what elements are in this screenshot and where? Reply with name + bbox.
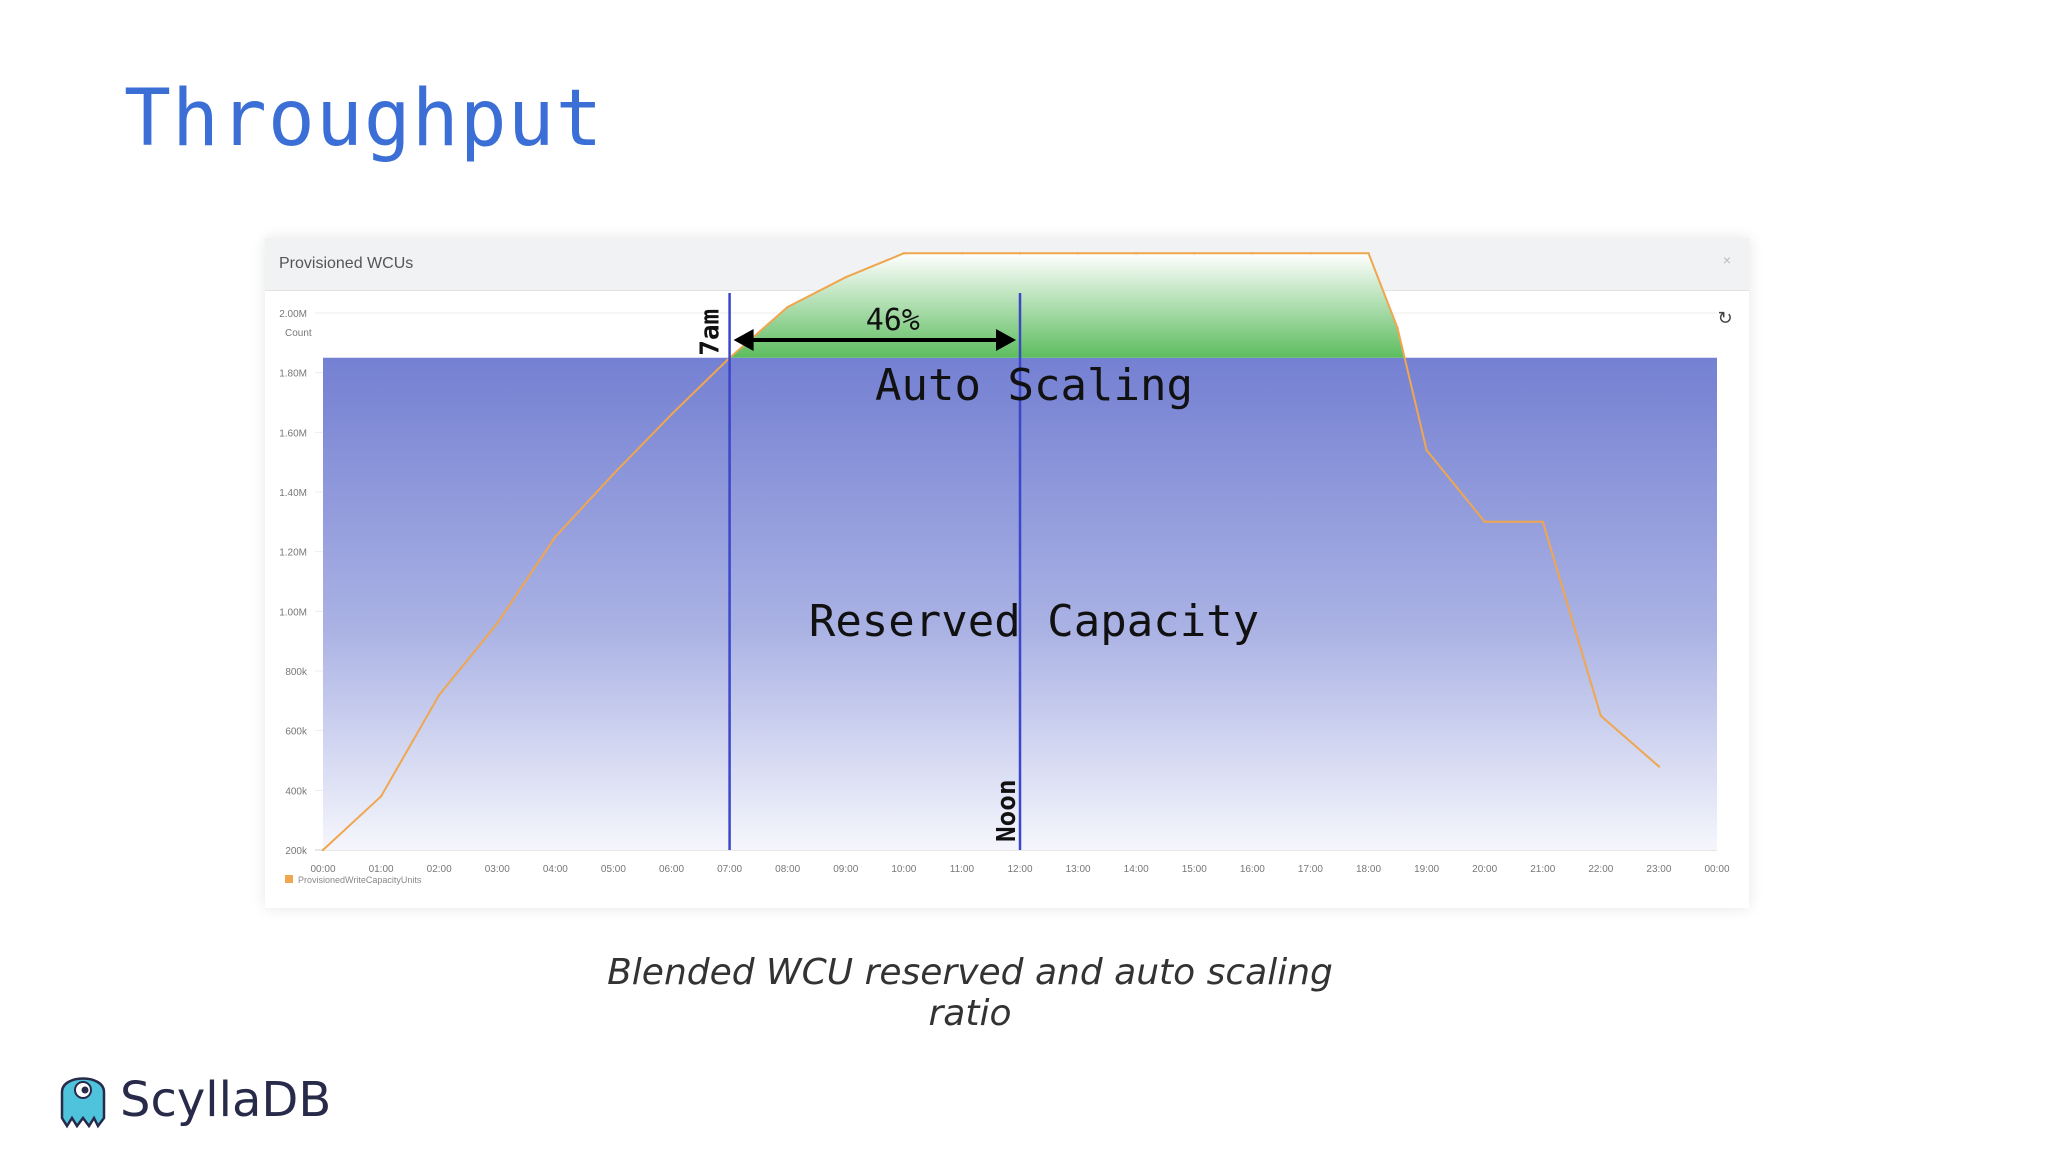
x-tick-label: 07:00 — [717, 864, 742, 875]
x-tick-label: 14:00 — [1124, 864, 1149, 875]
x-tick-label: 10:00 — [891, 864, 916, 875]
x-tick-label: 08:00 — [775, 864, 800, 875]
span-arrow-left-head — [733, 329, 754, 351]
series-point — [1076, 252, 1080, 255]
y-tick-label: 1.40M — [279, 488, 307, 499]
x-tick-label: 13:00 — [1066, 864, 1091, 875]
legend-label: ProvisionedWriteCapacityUnits — [298, 875, 422, 885]
series-point — [1425, 449, 1428, 452]
series-point — [1251, 252, 1254, 255]
series-point — [902, 252, 906, 255]
chart-panel: Provisioned WCUs × 200k 400k 600k 800k 1.00M… — [265, 238, 1749, 908]
y-tick-label: 1.60M — [279, 428, 307, 439]
series-point — [1541, 520, 1544, 524]
x-tick-label: 00:00 — [310, 864, 335, 875]
x-tick-label: 11:00 — [950, 864, 975, 875]
series-point — [1018, 252, 1022, 255]
auto-scaling-area — [729, 253, 1405, 358]
refresh-icon[interactable]: ↻ — [1717, 308, 1732, 329]
x-tick-label: 12:00 — [1007, 864, 1032, 875]
x-tick-label: 09:00 — [833, 864, 858, 875]
x-tick-label: 04:00 — [543, 864, 568, 875]
series-point — [1599, 714, 1603, 717]
slide-title: Throughput — [124, 74, 604, 164]
series-point — [437, 693, 441, 697]
y-tick-label: 200k — [285, 846, 308, 857]
x-tick-label: 15:00 — [1182, 864, 1207, 875]
panel-title: Provisioned WCUs — [279, 255, 414, 272]
y-tick-label: 1.20M — [279, 548, 307, 559]
x-tick-label: 21:00 — [1530, 864, 1555, 875]
series-point — [844, 276, 847, 279]
y-tick-label: 1.00M — [279, 607, 307, 618]
series-point — [960, 252, 964, 255]
close-icon[interactable]: × — [1722, 252, 1731, 268]
series-point — [1309, 252, 1312, 255]
legend-swatch — [285, 875, 293, 883]
marker-label-noon: Noon — [992, 779, 1022, 842]
x-tick-label: 20:00 — [1472, 864, 1497, 875]
series-point — [554, 535, 557, 538]
series-point — [1367, 252, 1370, 255]
x-tick-label: 16:00 — [1240, 864, 1265, 875]
series-point — [496, 622, 499, 625]
x-tick-label: 23:00 — [1646, 864, 1671, 875]
y-axis-label: Count — [285, 328, 312, 339]
y-tick-label: 1.80M — [279, 369, 307, 380]
x-tick-label: 19:00 — [1414, 864, 1439, 875]
x-tick-label: 03:00 — [485, 864, 510, 875]
series-point — [786, 305, 789, 309]
y-tick-label: 2.00M — [279, 309, 307, 320]
span-arrow-right-head — [996, 329, 1016, 351]
wcu-chart: 200k 400k 600k 800k 1.00M 1.20M 1.40M 1.60M 1.80… — [279, 252, 1733, 885]
brand-name: ScyllaDB — [120, 1072, 332, 1128]
span-label: 46% — [866, 303, 920, 338]
marker-label-7am: 7am — [696, 309, 726, 356]
series-point — [1134, 252, 1138, 255]
x-tick-label: 02:00 — [427, 864, 452, 875]
x-tick-label: 01:00 — [369, 864, 394, 875]
x-tick-label: 22:00 — [1588, 864, 1613, 875]
series-point — [321, 848, 325, 852]
series-point — [1483, 520, 1486, 524]
chart-caption: Blended WCU reserved and auto scaling ra… — [607, 952, 1333, 1034]
x-tick-label: 06:00 — [659, 864, 684, 875]
scylla-monster-icon — [60, 1077, 106, 1129]
y-tick-label: 400k — [285, 786, 308, 797]
series-point — [670, 413, 673, 416]
series-point — [1193, 252, 1196, 255]
series-point — [379, 795, 383, 798]
y-tick-label: 600k — [285, 727, 308, 738]
x-tick-label: 00:00 — [1704, 864, 1729, 875]
reserved-capacity-label: Reserved Capacity — [809, 596, 1259, 647]
y-tick-label: 800k — [285, 667, 308, 678]
series-point — [1657, 765, 1661, 768]
series-point — [612, 472, 615, 476]
x-tick-label: 17:00 — [1298, 864, 1323, 875]
x-tick-label: 18:00 — [1356, 864, 1381, 875]
brand-logo: ScyllaDB — [58, 1068, 331, 1132]
series-point — [1396, 326, 1399, 330]
auto-scaling-label: Auto Scaling — [875, 360, 1193, 411]
x-tick-label: 05:00 — [601, 864, 626, 875]
